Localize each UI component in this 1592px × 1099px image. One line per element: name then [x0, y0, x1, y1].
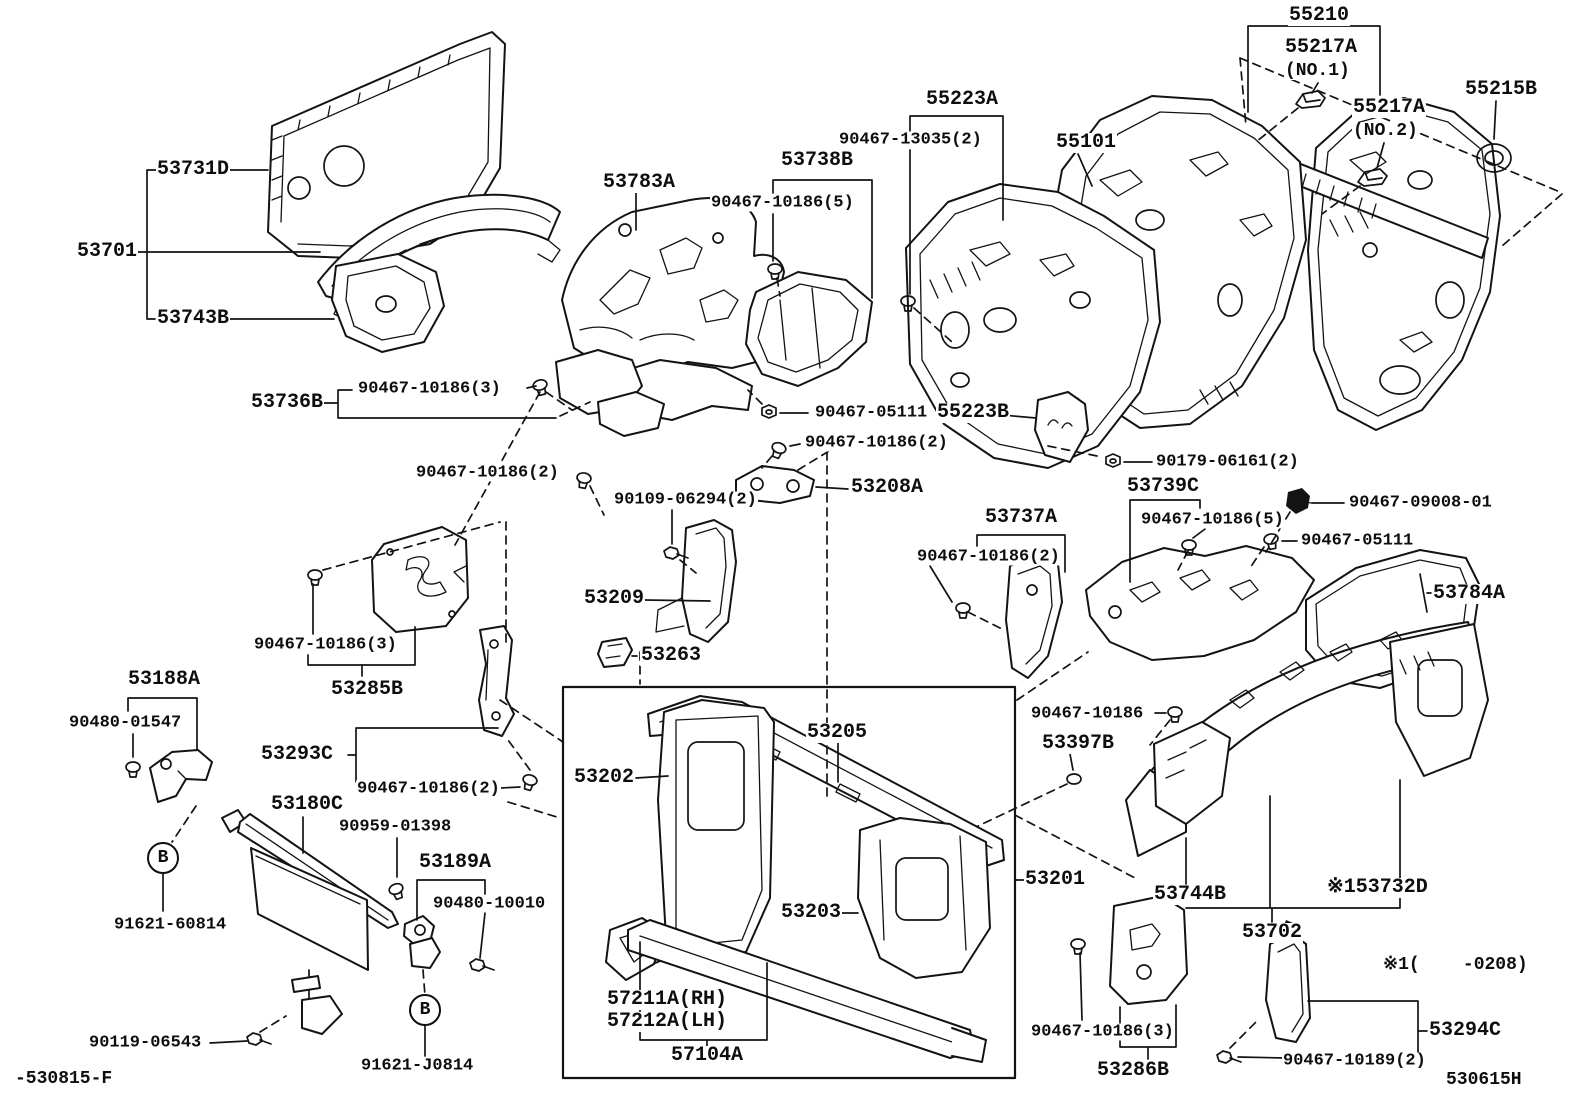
part-label-90467-10186-5: 90467-10186(5) [1140, 510, 1285, 530]
part-label-153732d: ※153732D [1326, 876, 1429, 899]
part-53737a-sketch [1005, 553, 1063, 679]
part-53739c-sketch [1085, 545, 1315, 661]
part-label-530615h: 530615H [1445, 1070, 1523, 1090]
circled-letter-b: B [147, 842, 179, 874]
part-label-90467-10186-2: 90467-10186(2) [916, 547, 1061, 567]
dash-panel-55101-sketch [905, 183, 1161, 469]
part-label-90480-01547: 90480-01547 [68, 713, 183, 733]
part-label-90179-06161-2: 90179-06161(2) [1155, 452, 1300, 472]
part-label-53285b: 53285B [330, 678, 405, 701]
part-label-no-2: (NO.2) [1352, 121, 1419, 141]
part-label-90467-10186-3: 90467-10186(3) [1030, 1022, 1175, 1042]
part-label-53738b: 53738B [780, 149, 855, 172]
part-label-530815-f: -530815-F [14, 1069, 114, 1089]
part-label-90467-10186: 90467-10186 [1030, 704, 1145, 724]
part-label-53702: 53702 [1241, 921, 1304, 944]
part-label-55217a: 55217A [1284, 36, 1359, 59]
part-label-53739c: 53739C [1126, 475, 1201, 498]
part-label-53397b: 53397B [1041, 732, 1116, 755]
part-label-90467-10186-3: 90467-10186(3) [253, 635, 398, 655]
part-53743b-sketch [331, 253, 445, 353]
part-label-1-0208: ※1( -0208) [1382, 955, 1529, 975]
part-53738b-sketch [745, 271, 873, 387]
part-label-90480-10010: 90480-10010 [432, 894, 547, 914]
part-label-53201: 53201 [1024, 868, 1087, 891]
part-53286b-sketch [1109, 895, 1188, 1005]
part-label-90467-10186-2: 90467-10186(2) [356, 779, 501, 799]
part-label-90467-10186-3: 90467-10186(3) [357, 379, 502, 399]
part-label-53737a: 53737A [984, 506, 1059, 529]
radiator-support-assembly-sketch [561, 685, 1017, 1080]
part-label-53263: 53263 [640, 644, 703, 667]
part-53285b-sketch [371, 526, 469, 633]
part-label-53180c: 53180C [270, 793, 345, 816]
part-label-90959-01398: 90959-01398 [338, 817, 453, 837]
part-53189a-sketch [403, 915, 441, 969]
part-53188a-sketch [149, 749, 213, 803]
part-label-53744b: 53744B [1153, 883, 1228, 906]
part-label-57211a-rh: 57211A(RH) [606, 988, 729, 1011]
circled-letter-b: B [409, 994, 441, 1026]
part-label-53203: 53203 [780, 901, 843, 924]
part-label-no-1: (NO.1) [1284, 61, 1351, 81]
part-53293c-sketch [478, 625, 515, 737]
part-label-53208a: 53208A [850, 476, 925, 499]
part-label-55223a: 55223A [925, 88, 1000, 111]
part-label-90467-09008-01: 90467-09008-01 [1348, 493, 1493, 513]
fastener-glyphs [125, 90, 1512, 1064]
part-label-55101: 55101 [1055, 131, 1118, 154]
part-label-90467-10186-2: 90467-10186(2) [804, 433, 949, 453]
part-53209-sketch [655, 519, 737, 643]
part-label-53731d: 53731D [156, 158, 231, 181]
part-label-53736b: 53736B [250, 391, 325, 414]
part-label-55215b: 55215B [1464, 78, 1539, 101]
part-label-53286b: 53286B [1096, 1059, 1171, 1082]
part-label-90467-10186-2: 90467-10186(2) [415, 463, 560, 483]
part-label-90467-10186-5: 90467-10186(5) [710, 193, 855, 213]
part-label-53188a: 53188A [127, 668, 202, 691]
grommet-55215b [1476, 143, 1512, 173]
part-label-90467-05111: 90467-05111 [814, 403, 929, 423]
part-53736b-sketch [555, 349, 665, 437]
part-label-53783a: 53783A [602, 171, 677, 194]
part-label-53743b: 53743B [156, 307, 231, 330]
part-53702-assembly-sketch [1125, 621, 1489, 857]
part-53263-sketch [597, 637, 633, 668]
part-label-53205: 53205 [806, 721, 869, 744]
part-label-90119-06543: 90119-06543 [88, 1033, 203, 1053]
part-label-55217a: 55217A [1352, 96, 1427, 119]
part-53180c-sketch [221, 809, 399, 1035]
dashed-lines [171, 57, 1563, 1049]
part-label-91621-60814: 91621-60814 [113, 915, 228, 935]
part-label-90467-05111: 90467-05111 [1300, 531, 1415, 551]
part-label-53209: 53209 [583, 587, 646, 610]
part-label-55210: 55210 [1288, 4, 1351, 27]
part-label-53701: 53701 [76, 240, 139, 263]
part-label-57104a: 57104A [670, 1044, 745, 1067]
part-label-53189a: 53189A [418, 851, 493, 874]
part-55223b-sketch [1034, 391, 1089, 463]
part-label-53202: 53202 [573, 766, 636, 789]
leader-lines [127, 25, 1497, 1062]
part-label-57212a-lh: 57212A(LH) [606, 1010, 729, 1033]
dash-panel-right-sketch [1307, 97, 1501, 431]
part-label-90467-10189-2: 90467-10189(2) [1282, 1051, 1427, 1071]
part-label-91621-j0814: 91621-J0814 [360, 1056, 475, 1076]
part-label-55223b: 55223B [936, 401, 1011, 424]
part-label-90467-13035-2: 90467-13035(2) [838, 130, 983, 150]
part-label-90109-06294-2: 90109-06294(2) [613, 490, 758, 510]
part-label-53784a: 53784A [1432, 582, 1507, 605]
part-label-53294c: 53294C [1428, 1019, 1503, 1042]
part-label-53293c: 53293C [260, 743, 335, 766]
